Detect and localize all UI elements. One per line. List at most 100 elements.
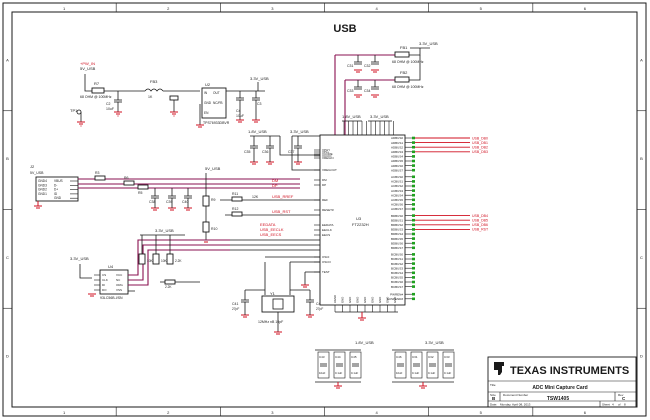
test-point bbox=[412, 276, 415, 279]
resistor-r-pullup-2 bbox=[152, 253, 160, 265]
u3-bottom-pin-label: GND bbox=[371, 297, 375, 303]
border-row-label: D bbox=[6, 354, 9, 359]
title-block: TEXAS INSTRUMENTS Title ADC Mini Capture… bbox=[487, 356, 637, 408]
cap-outline bbox=[426, 351, 439, 379]
ref-fb2: FB2 bbox=[400, 70, 408, 75]
test-point bbox=[412, 285, 415, 288]
net-label-right-b: USB_RST bbox=[472, 228, 489, 232]
cap-ref: C46 bbox=[396, 355, 402, 359]
u3-bottom-pin-label: GND bbox=[348, 297, 352, 303]
test-point bbox=[412, 198, 415, 202]
cap-outline bbox=[317, 351, 330, 379]
border-col-label-bottom: 5 bbox=[480, 410, 483, 415]
ref-c41: C41 bbox=[232, 302, 238, 306]
u3-left-pin-label: VREGOUT bbox=[322, 168, 337, 172]
u3-left-pin-label: REF bbox=[322, 198, 328, 202]
rev-value: C bbox=[622, 396, 626, 401]
test-point bbox=[412, 241, 415, 245]
border-row-label: B bbox=[6, 156, 9, 161]
u3-right-pin-label: ADBUS6 bbox=[391, 164, 403, 168]
ref-r3: R3 bbox=[95, 171, 100, 175]
j2-pin-label: VBUS bbox=[54, 179, 63, 183]
u2-body bbox=[201, 87, 227, 119]
ground-symbol bbox=[334, 382, 342, 389]
u3-left-pin-label: VPHY bbox=[322, 148, 330, 152]
u3-right-pin-label: ADBUS1 bbox=[391, 141, 403, 145]
ref-j2: J2 bbox=[30, 164, 35, 169]
company-name: TEXAS INSTRUMENTS bbox=[510, 365, 629, 377]
border-col-label: 6 bbox=[584, 6, 587, 11]
resistor-r12 bbox=[231, 211, 243, 217]
u4-pin-left: DO bbox=[102, 288, 107, 292]
cap-ref: C33 bbox=[444, 355, 450, 359]
rev-label: Rev bbox=[618, 393, 624, 397]
test-point bbox=[412, 292, 415, 296]
test-point bbox=[412, 136, 415, 140]
ref-fb3: FB3 bbox=[150, 79, 158, 84]
net-label-usb-rref: USB_RREF bbox=[272, 194, 294, 199]
j2-pin-label: D+ bbox=[54, 188, 58, 192]
val-r11: 12K bbox=[252, 195, 259, 199]
test-point bbox=[412, 145, 415, 149]
u2-pin-out: OUT bbox=[213, 91, 220, 95]
u3-left-pin-label: DP bbox=[322, 183, 326, 187]
net-label-1v8-top: 1.8V_USB bbox=[342, 114, 361, 119]
j2-pin-label: ID bbox=[54, 192, 58, 196]
u3-left-pin-label: RESET# bbox=[322, 208, 334, 212]
test-point bbox=[412, 150, 415, 154]
u3-right-pin-label: BCBUS0 bbox=[391, 253, 403, 257]
j2-pin-label: D- bbox=[54, 183, 57, 187]
net-label-5v-in: 5V_USB bbox=[80, 66, 96, 71]
ref-r10: R10 bbox=[211, 227, 217, 231]
size-label: Size bbox=[490, 393, 496, 397]
u3-right-pin-label: BCBUS2 bbox=[391, 262, 403, 266]
test-point bbox=[412, 262, 415, 265]
ref-tp1: TP1 bbox=[70, 108, 78, 113]
u3-decoupling-section: 1.8V_USB 3.3V_USB C35 C36 C37 bbox=[244, 129, 320, 171]
test-point bbox=[412, 164, 415, 167]
u3-right-pin-label: BDBUS3 bbox=[391, 228, 403, 232]
ref-c3: C3 bbox=[257, 102, 262, 106]
test-point bbox=[412, 232, 415, 236]
border-row-label-right: A bbox=[640, 57, 643, 62]
u2-part-number: TPS76933DBVR bbox=[203, 121, 230, 125]
net-label-eeclk: USB_EECLK bbox=[260, 227, 284, 232]
u3-right-pin-label: BCBUS6 bbox=[391, 280, 403, 284]
cap-value: 0.1uF bbox=[428, 371, 435, 375]
resistor-r9 bbox=[202, 195, 210, 207]
u3-right-pin-label: BDBUS4 bbox=[391, 232, 403, 236]
cap-ref: C31 bbox=[412, 355, 418, 359]
u3-right-nets: USB_DB0USB_DB1USB_DB2USB_DB3USB_DB4USB_D… bbox=[412, 136, 489, 301]
sheet-value: 4 bbox=[612, 403, 614, 407]
net-label-1v8: 1.8V_USB bbox=[248, 129, 267, 134]
u3-right-pin-label: ACBUS3 bbox=[391, 189, 403, 193]
u3-right-pin-label: BCBUS7 bbox=[391, 285, 403, 289]
u3-right-pin-label: BDBUS7 bbox=[391, 246, 403, 250]
u3-right-pin-label: ACBUS5 bbox=[391, 198, 403, 202]
test-point bbox=[412, 246, 415, 250]
u3-left-pin-label: OSCO bbox=[322, 260, 332, 264]
test-point bbox=[412, 214, 415, 217]
u3-right-pin-label: ACBUS2 bbox=[391, 184, 403, 188]
test-point bbox=[412, 271, 415, 275]
border-col-label-bottom: 6 bbox=[584, 410, 587, 415]
test-point bbox=[412, 280, 415, 284]
resistor-r5 bbox=[137, 184, 149, 190]
net-label-right-b: USB_DB4 bbox=[472, 214, 488, 218]
ref-c42: C42 bbox=[316, 302, 322, 306]
test-point bbox=[412, 218, 415, 222]
power-input-section: +PW_IN 5V_USB R7 68 OHM @ 100MHz FB3 1K … bbox=[70, 61, 200, 127]
net-label-3v3-bottom: 3.3V_USB bbox=[425, 340, 444, 345]
border-row-label-right: B bbox=[640, 156, 643, 161]
ref-y1: Y1 bbox=[270, 291, 276, 296]
test-point bbox=[412, 228, 415, 231]
u3-right-pin-label: BDBUS2 bbox=[391, 223, 403, 227]
size-value: B bbox=[492, 396, 496, 401]
u3-right-pin-label: BDBUS6 bbox=[391, 241, 403, 245]
u3-right-pin-label: ADBUS5 bbox=[391, 159, 403, 163]
u3-right-pin-label: ADBUS0 bbox=[391, 136, 403, 140]
ref-c40: C40 bbox=[182, 200, 188, 204]
date-value: Monday, April 08, 2013 bbox=[500, 403, 531, 407]
u3-right-pin-label: ACBUS7 bbox=[391, 207, 403, 211]
ref-c36: C36 bbox=[262, 150, 268, 154]
